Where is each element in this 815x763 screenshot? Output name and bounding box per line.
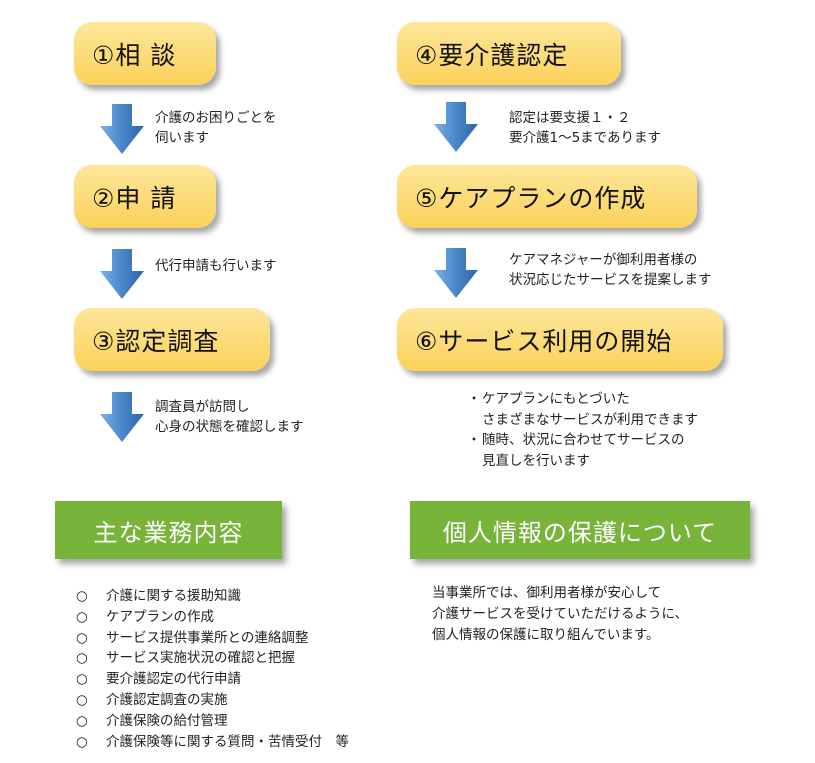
- duty-text: 介護保険等に関する質問・苦情受付 等: [106, 733, 349, 750]
- duties-list: ○ 介護に関する援助知識 ○ ケアプランの作成 ○ サービス提供事業所との連絡調整 ○…: [76, 586, 349, 752]
- step-certification: ④要介護認定: [397, 22, 621, 85]
- list-item: ○ サービス提供事業所との連絡調整: [76, 628, 349, 649]
- duty-text: サービス実施状況の確認と把握: [106, 650, 295, 667]
- step-careplan-label: ⑤ケアプランの作成: [415, 183, 647, 213]
- note-certification: 認定は要支援１・２ 要介護1～5まであります: [509, 110, 662, 146]
- circle-marker: ○: [76, 712, 88, 729]
- step-assessment-label: ③認定調査: [92, 326, 220, 356]
- bullet-text: 随時、状況に合わせてサービスの 見直しを行います: [482, 432, 685, 469]
- duty-text: ケアプランの作成: [106, 608, 214, 625]
- duty-text: 介護保険の給付管理: [106, 712, 228, 729]
- step-service-start-label: ⑥サービス利用の開始: [415, 326, 673, 356]
- step-certification-label: ④要介護認定: [415, 40, 569, 70]
- list-item: ○ サービス実施状況の確認と把握: [76, 648, 349, 669]
- step-consultation: ①相 談: [74, 22, 216, 85]
- down-arrow-icon: [100, 249, 144, 299]
- circle-marker: ○: [76, 691, 88, 708]
- note-application: 代行申請も行います: [155, 258, 277, 274]
- step-assessment: ③認定調査: [74, 308, 270, 371]
- circle-marker: ○: [76, 733, 88, 750]
- down-arrow-icon: [434, 102, 478, 152]
- privacy-section-title: 個人情報の保護について: [410, 501, 750, 559]
- service-notes-list: ・ ケアプランにもとづいた さまざまなサービスが利用できます ・ 随時、状況に合…: [466, 389, 698, 471]
- note-assessment: 調査員が訪問し 心身の状態を確認します: [155, 399, 304, 435]
- circle-marker: ○: [76, 671, 88, 688]
- down-arrow-icon: [100, 104, 144, 154]
- duty-text: 要介護認定の代行申請: [106, 671, 241, 688]
- bullet-text: ケアプランにもとづいた さまざまなサービスが利用できます: [482, 391, 698, 428]
- list-item: ・ ケアプランにもとづいた さまざまなサービスが利用できます: [466, 389, 698, 430]
- note-consultation: 介護のお困りごとを 伺います: [155, 110, 277, 146]
- duty-text: 介護に関する援助知識: [106, 588, 241, 604]
- step-application-label: ②申 請: [92, 183, 177, 213]
- duty-text: 介護認定調査の実施: [106, 691, 228, 708]
- circle-marker: ○: [76, 608, 88, 625]
- list-item: ○ 介護保険の給付管理: [76, 711, 349, 732]
- list-item: ○ ケアプランの作成: [76, 607, 349, 628]
- step-application: ②申 請: [74, 165, 216, 228]
- list-item: ○ 介護に関する援助知識: [76, 586, 349, 607]
- bullet-marker: ・: [467, 391, 481, 407]
- duty-text: サービス提供事業所との連絡調整: [106, 629, 309, 646]
- circle-marker: ○: [76, 650, 88, 667]
- down-arrow-icon: [434, 248, 478, 298]
- privacy-text: 当事業所では、御利用者様が安心して 介護サービスを受けていただけるように、 個人…: [432, 585, 689, 643]
- circle-marker: ○: [76, 629, 88, 646]
- bullet-marker: ・: [467, 432, 481, 448]
- step-careplan: ⑤ケアプランの作成: [397, 165, 697, 228]
- step-service-start: ⑥サービス利用の開始: [397, 308, 723, 371]
- down-arrow-icon: [100, 392, 144, 442]
- privacy-title-label: 個人情報の保護について: [442, 518, 718, 547]
- list-item: ○ 要介護認定の代行申請: [76, 669, 349, 690]
- note-careplan: ケアマネジャーが御利用者様の 状況応じたサービスを提案します: [509, 252, 712, 288]
- list-item: ○ 介護認定調査の実施: [76, 690, 349, 711]
- list-item: ○ 介護保険等に関する質問・苦情受付 等: [76, 732, 349, 753]
- duties-title-label: 主な業務内容: [93, 518, 244, 547]
- circle-marker: ○: [76, 588, 88, 604]
- list-item: ・ 随時、状況に合わせてサービスの 見直しを行います: [466, 430, 698, 471]
- duties-section-title: 主な業務内容: [55, 501, 282, 559]
- step-consultation-label: ①相 談: [92, 40, 177, 70]
